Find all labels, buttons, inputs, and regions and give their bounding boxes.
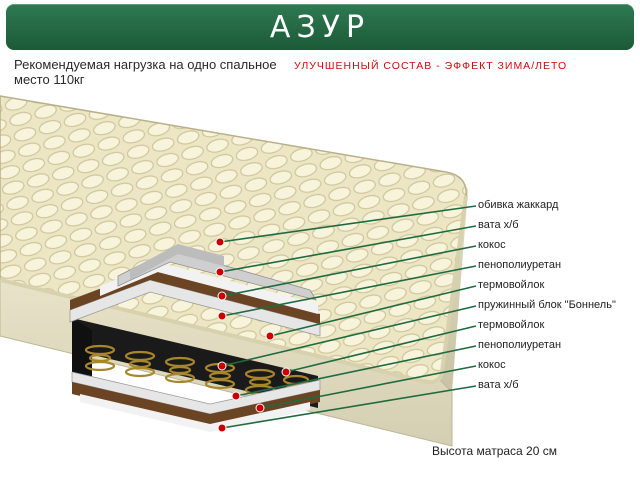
layer-label-spring-block: пружинный блок "Боннель"	[478, 299, 616, 311]
marker-dot	[255, 403, 265, 413]
feature-text: УЛУЧШЕННЫЙ СОСТАВ - ЭФФЕКТ ЗИМА/ЛЕТО	[294, 60, 568, 72]
top-coconut-layer	[70, 270, 320, 324]
layer-label-coconut-bottom: кокос	[478, 359, 506, 371]
marker-dot	[281, 367, 291, 377]
marker-dots	[215, 237, 291, 433]
load-recommendation-text: Рекомендуемая нагрузка на одно спальное …	[14, 57, 277, 87]
layer-label-jacquard: обивка жаккард	[478, 199, 559, 211]
marker-dot	[217, 311, 227, 321]
leader-lines	[219, 205, 477, 429]
layer-label-felt-top: термовойлок	[478, 279, 545, 291]
marker-dot	[217, 291, 227, 301]
title-banner: АЗУР	[6, 4, 634, 50]
mattress-height-text: Высота матраса 20 см	[432, 444, 557, 458]
layer-label-foam-top: пенополиуретан	[478, 259, 562, 271]
layer-label-cotton-bottom: вата х/б	[478, 379, 519, 391]
marker-dot	[265, 331, 275, 341]
layer-label-foam-bottom: пенополиуретан	[478, 339, 562, 351]
layer-label-felt-bottom: термовойлок	[478, 319, 545, 331]
layer-label-cotton-top: вата х/б	[478, 219, 519, 231]
marker-dot	[231, 391, 241, 401]
top-jacquard-cut	[130, 244, 224, 280]
marker-dot	[215, 237, 225, 247]
product-title: АЗУР	[269, 9, 371, 45]
layer-label-coconut-top: кокос	[478, 239, 506, 251]
marker-dot	[215, 267, 225, 277]
marker-dot	[217, 423, 227, 433]
marker-dot	[217, 361, 227, 371]
